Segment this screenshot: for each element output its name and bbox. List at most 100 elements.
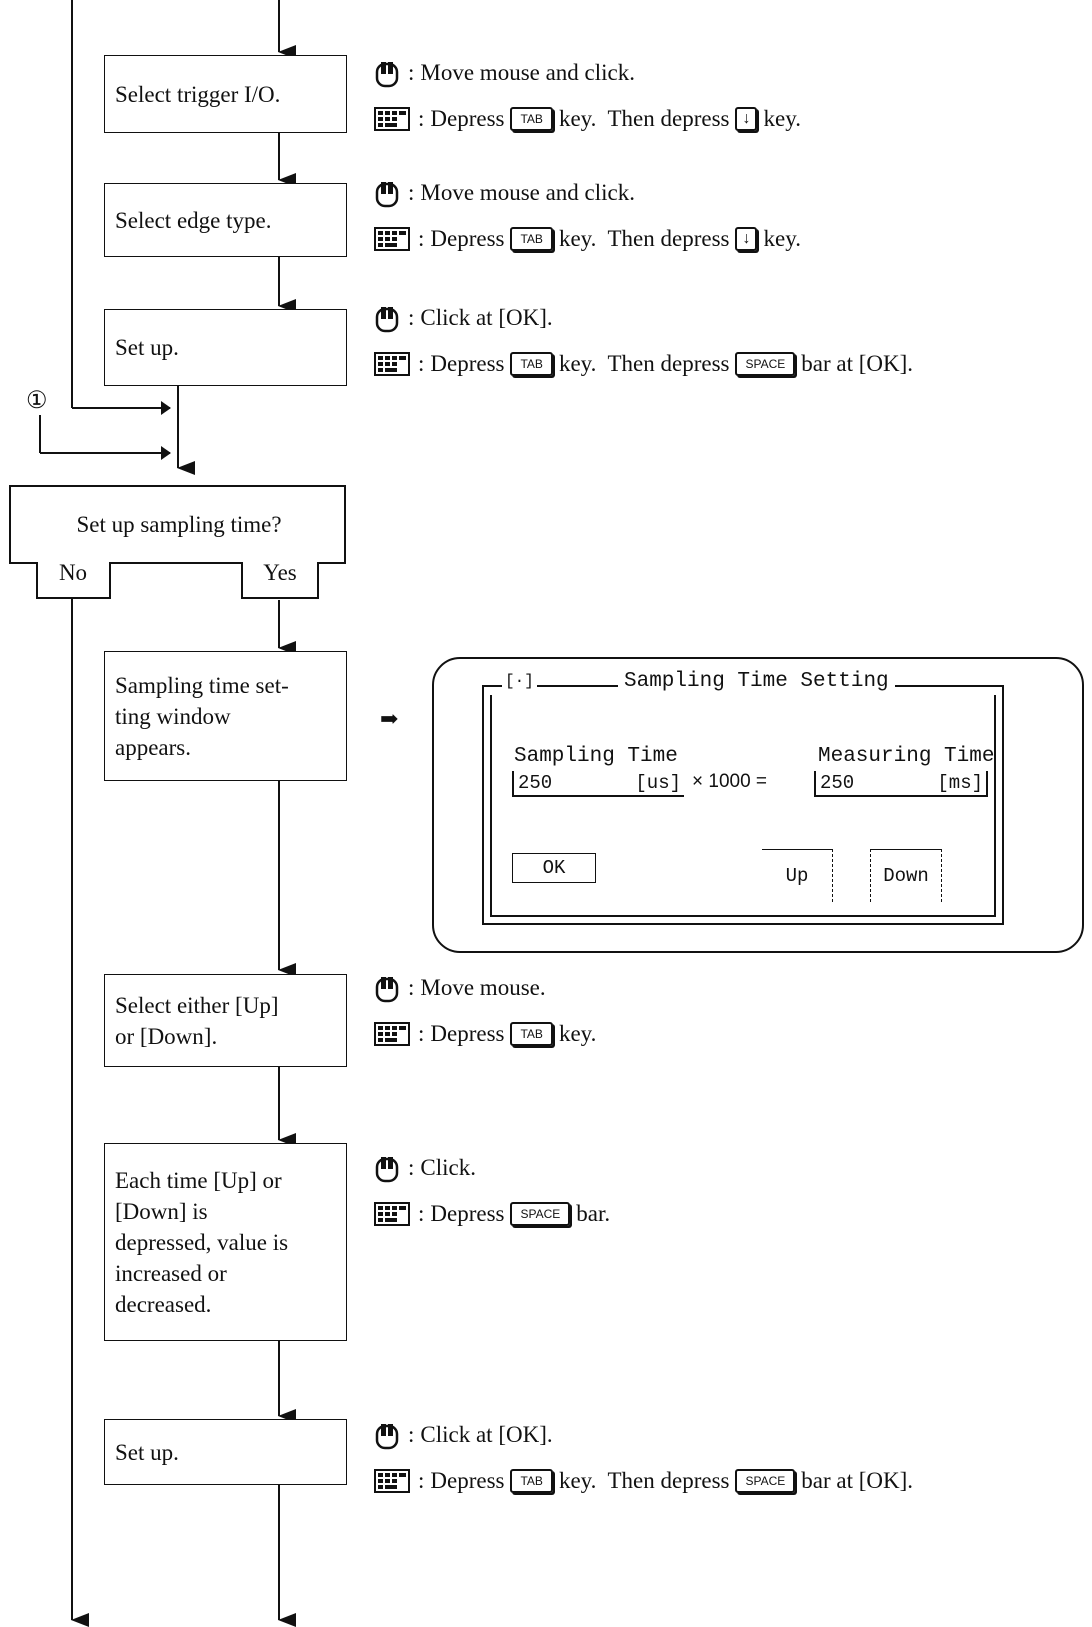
kb-text: Depress — [430, 106, 505, 131]
screen-frame: [·] Sampling Time Setting Sampling Time … — [432, 657, 1084, 953]
mouse-icon — [375, 977, 399, 1003]
measuring-time-unit: [ms] — [937, 772, 983, 794]
tab-key-icon: TAB — [510, 107, 553, 131]
tab-key-icon: TAB — [510, 227, 553, 251]
process-box-set-up-2: Set up. — [104, 1419, 347, 1485]
colon: : — [408, 180, 415, 205]
mouse-text: Click at [OK]. — [420, 1422, 553, 1447]
keyboard-instruction: :Depress TAB key. — [374, 1011, 596, 1057]
keyboard-instruction: :Depress SPACE bar. — [374, 1191, 610, 1237]
mouse-instruction: :Move mouse and click. — [374, 170, 801, 216]
keyboard-icon — [374, 1022, 410, 1046]
result-arrow-icon: ➡ — [380, 706, 399, 731]
keyboard-instruction: :Depress TAB key. Then depress ↓ key. — [374, 96, 801, 142]
decision-yes-label: Yes — [263, 560, 297, 585]
keyboard-instruction: :Depress TAB key. Then depress ↓ key. — [374, 216, 801, 262]
keyboard-icon — [374, 352, 410, 376]
kb-text: key. Then depress — [558, 1468, 730, 1493]
instruction-block-1: :Move mouse and click. :Depress TAB key.… — [374, 50, 801, 142]
instruction-block-2: :Move mouse and click. :Depress TAB key.… — [374, 170, 801, 262]
tab-key-icon: TAB — [510, 1469, 553, 1493]
kb-text: Depress — [430, 226, 505, 251]
colon: : — [418, 106, 425, 131]
dialog-titlebar: [·] Sampling Time Setting — [484, 670, 1002, 693]
colon: : — [418, 226, 425, 251]
colon: : — [408, 305, 415, 330]
process-box-select-edge: Select edge type. — [104, 183, 347, 257]
dialog-title: Sampling Time Setting — [618, 670, 895, 693]
colon: : — [408, 1422, 415, 1447]
mouse-text: Click at [OK]. — [420, 305, 553, 330]
kb-text: key. — [763, 226, 801, 251]
kb-text: key. — [558, 1021, 597, 1046]
process-text: Sampling time set- ting window appears. — [115, 672, 289, 760]
process-box-window-appears: Sampling time set- ting window appears. — [104, 651, 347, 781]
colon: : — [418, 1021, 425, 1046]
decision-shape — [9, 485, 346, 599]
instruction-block-4: :Move mouse. :Depress TAB key. — [374, 965, 596, 1057]
mouse-instruction: :Click. — [374, 1145, 610, 1191]
sampling-time-value: 250 — [518, 772, 553, 794]
keyboard-icon — [374, 227, 410, 251]
keyboard-instruction: :Depress TAB key. Then depress SPACE bar… — [374, 1458, 913, 1504]
process-box-select-trigger: Select trigger I/O. — [104, 55, 347, 133]
kb-text: bar. — [576, 1201, 611, 1226]
colon: : — [408, 1155, 415, 1180]
space-key-icon: SPACE — [510, 1202, 571, 1226]
mouse-instruction: :Move mouse. — [374, 965, 596, 1011]
kb-text: bar at [OK]. — [801, 351, 914, 376]
tab-key-icon: TAB — [510, 352, 553, 376]
multiplier-text: × 1000 = — [692, 771, 768, 792]
kb-text: key. Then depress — [558, 351, 730, 376]
mouse-instruction: :Click at [OK]. — [374, 295, 913, 341]
mouse-text: Move mouse and click. — [420, 60, 636, 85]
process-text: Set up. — [115, 335, 179, 360]
space-key-icon: SPACE — [735, 1469, 796, 1493]
kb-text: Depress — [430, 351, 505, 376]
mouse-instruction: :Click at [OK]. — [374, 1412, 913, 1458]
process-box-select-up-down: Select either [Up] or [Down]. — [104, 974, 347, 1067]
down-arrow-key-icon: ↓ — [735, 107, 758, 131]
decision-question: Set up sampling time? — [76, 512, 282, 537]
mouse-text: Move mouse. — [420, 975, 546, 1000]
colon: : — [418, 351, 425, 376]
process-box-each-time: Each time [Up] or [Down] is depressed, v… — [104, 1143, 347, 1341]
decision-no-label: No — [58, 560, 88, 585]
instruction-block-3: :Click at [OK]. :Depress TAB key. Then d… — [374, 295, 913, 387]
kb-text: Depress — [430, 1021, 505, 1046]
instruction-block-6: :Click at [OK]. :Depress TAB key. Then d… — [374, 1412, 913, 1504]
process-text: Select trigger I/O. — [115, 81, 281, 107]
process-text: Set up. — [115, 1439, 179, 1465]
keyboard-icon — [374, 1469, 410, 1493]
mouse-icon — [375, 1424, 399, 1450]
close-icon[interactable]: [·] — [502, 672, 537, 690]
kb-text: bar at [OK]. — [801, 1468, 914, 1493]
sampling-time-dialog: [·] Sampling Time Setting Sampling Time … — [482, 670, 1004, 925]
kb-text: key. — [763, 106, 801, 131]
mouse-text: Move mouse and click. — [420, 180, 636, 205]
ok-button[interactable]: OK — [512, 853, 596, 883]
process-box-set-up: Set up. — [104, 309, 347, 386]
process-text: Select either [Up] or [Down]. — [115, 992, 279, 1049]
colon: : — [408, 975, 415, 1000]
colon: : — [418, 1201, 425, 1226]
kb-text: Depress — [430, 1468, 505, 1493]
space-key-icon: SPACE — [735, 352, 796, 376]
colon: : — [408, 60, 415, 85]
up-button[interactable]: Up — [762, 849, 833, 902]
down-arrow-key-icon: ↓ — [735, 227, 758, 251]
down-button[interactable]: Down — [870, 849, 942, 902]
keyboard-instruction: :Depress TAB key. Then depress SPACE bar… — [374, 341, 913, 387]
mouse-icon — [375, 1157, 399, 1183]
sampling-time-unit: [us] — [635, 772, 681, 794]
kb-text: key. Then depress — [558, 226, 730, 251]
measuring-time-label: Measuring Time — [818, 745, 995, 768]
process-text: Select edge type. — [115, 207, 272, 233]
dialog-inner-frame — [490, 695, 996, 917]
mouse-instruction: :Move mouse and click. — [374, 50, 801, 96]
mouse-icon — [375, 182, 399, 208]
mouse-text: Click. — [420, 1155, 476, 1180]
sampling-time-field[interactable]: 250 [us] — [512, 771, 684, 797]
connector-1: ① — [26, 388, 48, 414]
